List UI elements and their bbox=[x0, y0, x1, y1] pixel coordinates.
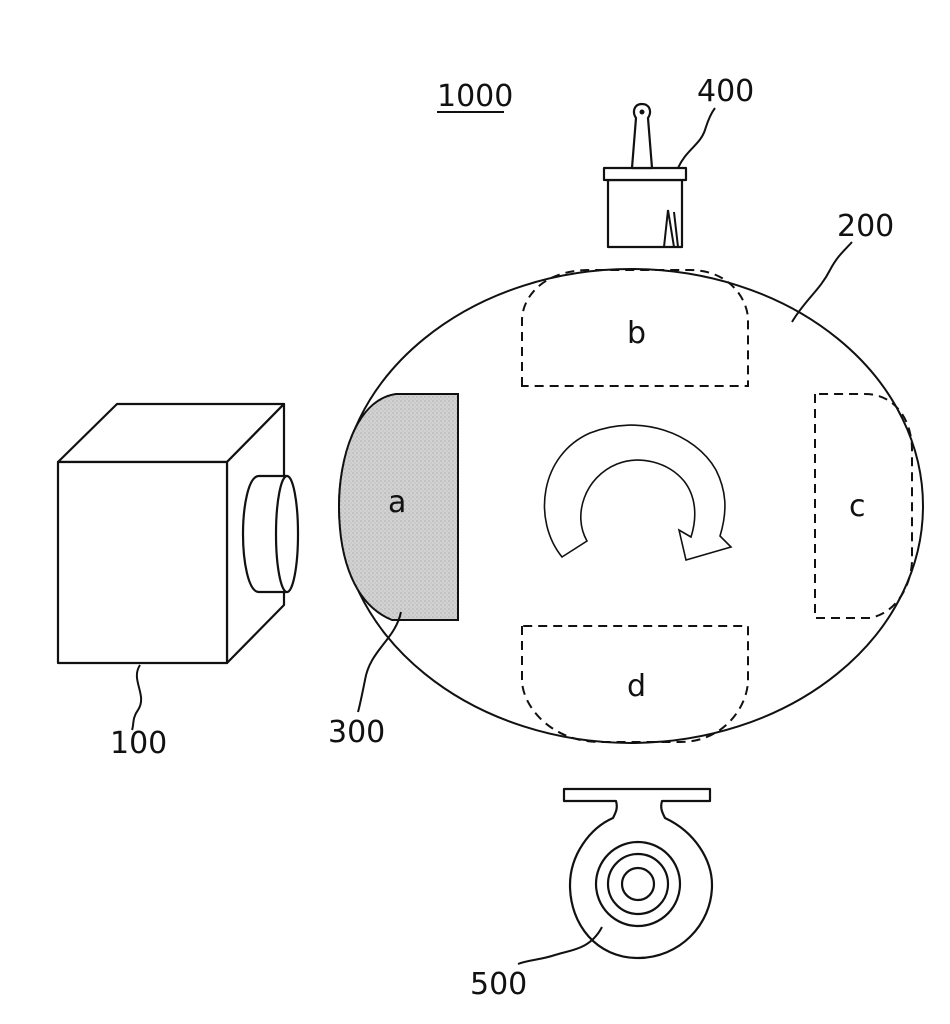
camera-leader-line bbox=[132, 665, 141, 730]
blower-ref-label: 500 bbox=[470, 967, 527, 1002]
zone-c-label: c bbox=[849, 489, 866, 524]
zone-a-label: a bbox=[388, 485, 406, 520]
system-ref-label: 1000 bbox=[437, 79, 513, 114]
zone-b-label: b bbox=[627, 316, 646, 351]
brush-ref-label: 400 bbox=[697, 74, 754, 109]
paint-brush-icon bbox=[604, 104, 686, 247]
rotation-arrow-icon bbox=[544, 425, 731, 560]
blower-fan-icon bbox=[564, 789, 712, 958]
brush-leader-line bbox=[678, 108, 715, 168]
turntable-ref-label: 200 bbox=[837, 209, 894, 244]
marked-area-ref-label: 300 bbox=[328, 715, 385, 750]
turntable-leader-line bbox=[792, 242, 852, 322]
camera-ref-label: 100 bbox=[110, 726, 167, 761]
zone-d-label: d bbox=[627, 669, 646, 704]
camera-icon bbox=[58, 404, 298, 663]
